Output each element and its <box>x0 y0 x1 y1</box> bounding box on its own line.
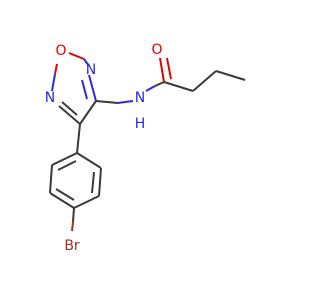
bond-c4-phenyl <box>76 123 81 154</box>
bond-ph-2-3-double <box>91 171 95 194</box>
bond-c-chain-1 <box>163 81 194 92</box>
structure-diagram: O N N O N H Br <box>45 42 246 254</box>
bond-ph-6-1-double <box>57 160 77 171</box>
bond-ph-3-4 <box>73 195 100 209</box>
bond-c4-n-left <box>58 105 81 125</box>
bond-n-amide-c <box>145 85 156 92</box>
atom-n-left: N <box>45 90 55 106</box>
bond-n-upper-c3-double <box>81 79 88 100</box>
bond-c-o-carbonyl-double <box>166 57 172 80</box>
bond-ph-5-6 <box>49 164 53 194</box>
bond-c-br <box>72 207 75 223</box>
bond-ph-6-1 <box>51 152 78 166</box>
bond-c3-n-amide-b <box>117 100 134 104</box>
bond-c-chain-3 <box>215 70 246 81</box>
atom-n-amide: N <box>135 90 145 106</box>
bond-c-chain-2 <box>192 70 217 92</box>
bond-o-n-upper <box>68 52 85 60</box>
molecule-canvas: O N N O N H Br <box>44 42 246 254</box>
bond-ph-4-5-double <box>55 188 75 201</box>
bond-c-o-carbonyl <box>159 57 165 83</box>
bond-c3-c4 <box>79 100 97 125</box>
atom-n-upper: N <box>86 62 96 78</box>
bond-ph-1-2 <box>76 152 102 169</box>
bond-o-n-upper-b <box>83 58 90 67</box>
bond-c-br-b <box>71 221 74 232</box>
atom-o-ring: O <box>55 43 66 59</box>
bond-c3-n-amide <box>95 100 119 104</box>
bond-ph-2-3 <box>98 167 102 197</box>
bond-n-left-o-b <box>54 63 58 75</box>
bond-c4-n-left-double <box>61 101 78 116</box>
bond-n-left-o <box>51 73 56 92</box>
atom-h-amide: H <box>135 116 146 132</box>
bond-n-amide-c-b <box>154 81 165 87</box>
atom-o-carbonyl: O <box>151 42 162 58</box>
bond-n-upper-c3 <box>88 74 97 102</box>
atom-br: Br <box>64 238 80 254</box>
bond-ph-4-5 <box>49 192 75 209</box>
